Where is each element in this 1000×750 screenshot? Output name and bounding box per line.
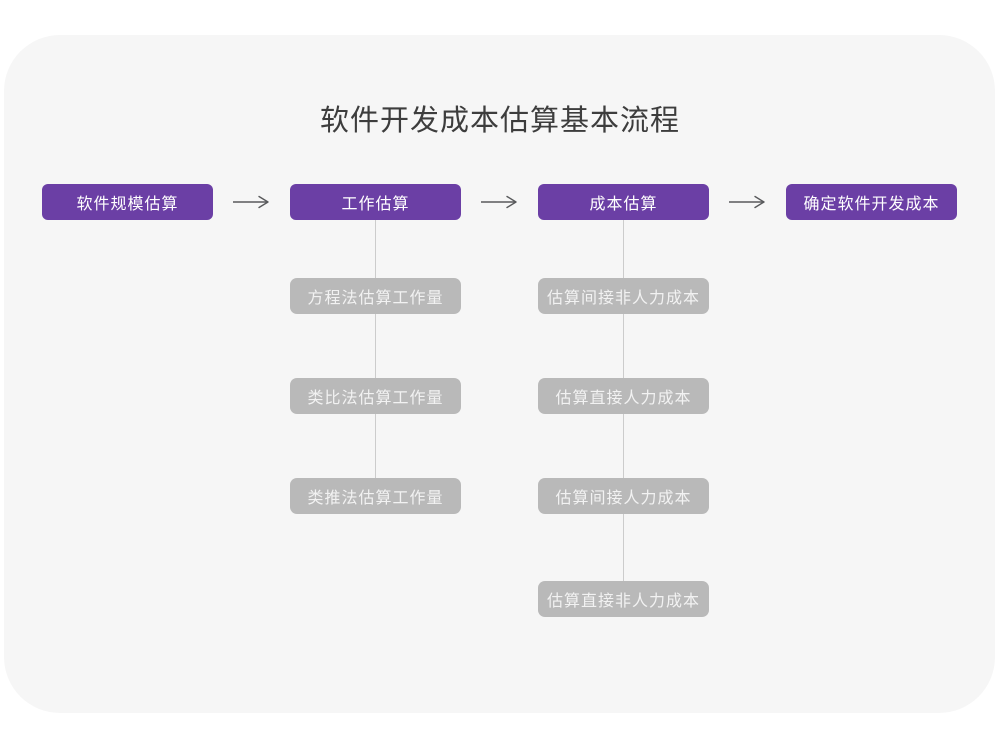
arrow-right-icon (233, 195, 269, 209)
arrow-right-icon (481, 195, 517, 209)
sub-step-direct-nonlabor-cost: 估算直接非人力成本 (538, 581, 709, 617)
connector-line-work (375, 220, 376, 478)
flow-step-final: 确定软件开发成本 (786, 184, 957, 220)
sub-step-analogy-method: 类比法估算工作量 (290, 378, 461, 414)
sub-step-indirect-nonlabor-cost: 估算间接非人力成本 (538, 278, 709, 314)
sub-step-extrapolation-method: 类推法估算工作量 (290, 478, 461, 514)
flow-step-cost: 成本估算 (538, 184, 709, 220)
sub-step-direct-labor-cost: 估算直接人力成本 (538, 378, 709, 414)
sub-step-indirect-labor-cost: 估算间接人力成本 (538, 478, 709, 514)
background-card (4, 35, 995, 713)
flow-step-work: 工作估算 (290, 184, 461, 220)
flow-step-scale: 软件规模估算 (42, 184, 213, 220)
page-title: 软件开发成本估算基本流程 (319, 105, 680, 137)
sub-step-equation-method: 方程法估算工作量 (290, 278, 461, 314)
arrow-right-icon (729, 195, 765, 209)
